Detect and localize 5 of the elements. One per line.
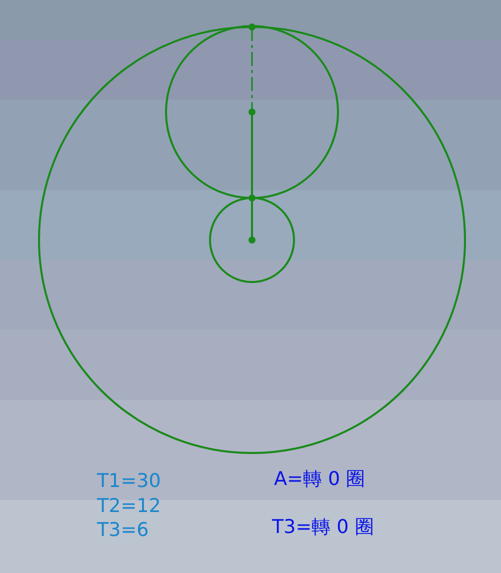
equation-label: T3=6 xyxy=(97,519,149,541)
equation-label: T1=30 xyxy=(97,470,161,492)
equation-label: T2=12 xyxy=(97,495,161,517)
equation-label: T3=轉 0 圈 xyxy=(272,516,374,538)
equation-label: A=轉 0 圈 xyxy=(274,468,366,490)
